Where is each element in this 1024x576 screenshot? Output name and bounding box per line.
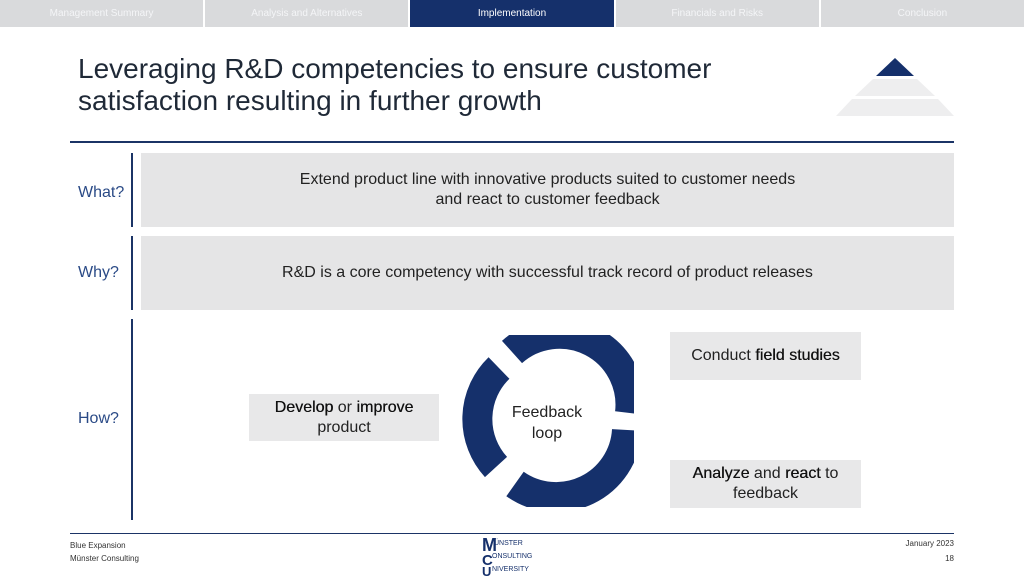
footer-date: January 2023 [905,539,954,548]
what-box: Extend product line with innovative prod… [141,153,954,227]
analyze-connector: and [749,465,786,482]
svg-text:NIVERSITY: NIVERSITY [492,566,529,573]
tab-implementation[interactable]: Implementation [410,0,614,27]
how-label: How? [78,410,119,427]
tab-management-summary[interactable]: Management Summary [0,0,204,27]
section-nav: Management Summary Analysis and Alternat… [0,0,1024,27]
how-bar [131,319,133,520]
what-text-line1: Extend product line with innovative prod… [299,171,796,188]
muenster-consulting-logo: M C U ÜNSTER ONSULTING NIVERSITY [482,535,532,576]
svg-text:U: U [482,564,491,576]
why-box: R&D is a core competency with successful… [141,236,954,310]
feedback-cycle-icon [462,335,634,507]
svg-text:ONSULTING: ONSULTING [492,553,532,560]
what-text-line2: and react to customer feedback [435,191,660,208]
footer-company: Blue Expansion [70,541,126,550]
what-label: What? [78,184,125,201]
why-label: Why? [78,264,119,281]
why-bar [131,236,133,310]
improve-word: improve [356,398,414,416]
tab-financials-and-risks[interactable]: Financials and Risks [615,0,819,27]
what-bar [131,153,133,227]
why-text: R&D is a core competency with successful… [282,264,813,281]
develop-connector: or [333,398,357,416]
develop-improve-box[interactable]: Develop or improve product [249,394,439,441]
footer-consultancy: Münster Consulting [70,554,139,563]
tab-analysis-and-alternatives[interactable]: Analysis and Alternatives [205,0,409,27]
loop-line1: Feedback [511,404,583,421]
feedback-loop-label: Feedback loop [497,402,597,444]
analyze-word: Analyze [692,465,750,482]
pyramid-icon [836,58,954,116]
field-pre: Conduct [691,347,756,364]
title-divider [70,141,954,143]
tab-conclusion[interactable]: Conclusion [820,0,1024,27]
develop-line2: product [317,418,371,436]
analyze-line2: feedback [733,485,798,502]
field-studies-word: field studies [755,347,840,364]
react-word: react [785,465,821,482]
page-title: Leveraging R&D competencies to ensure cu… [78,53,712,116]
analyze-post: to [820,465,839,482]
loop-line2: loop [531,425,563,442]
analyze-react-box[interactable]: Analyze and react to feedback [670,460,861,508]
page-number: 18 [945,554,954,563]
footer-divider [70,533,954,534]
develop-word: Develop [274,398,334,416]
field-studies-box[interactable]: Conduct field studies [670,332,861,380]
svg-text:ÜNSTER: ÜNSTER [494,539,523,547]
svg-text:M: M [482,535,497,555]
svg-text:C: C [482,552,493,569]
